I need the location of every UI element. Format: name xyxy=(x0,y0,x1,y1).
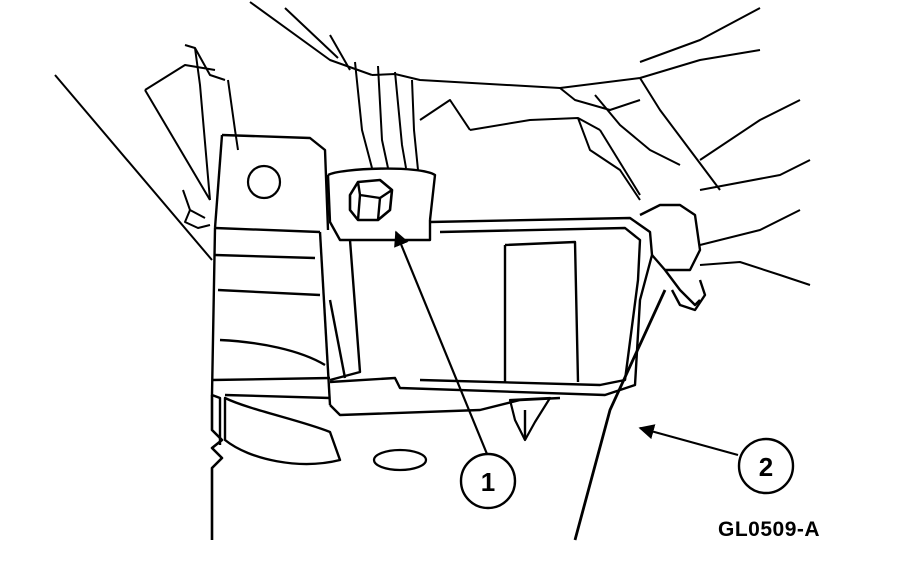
callout-2-label: 2 xyxy=(759,452,773,482)
callout-1-label: 1 xyxy=(481,467,495,497)
callout-2-leader xyxy=(638,424,739,457)
engine-background-lines xyxy=(54,1,811,286)
callout-1-leader xyxy=(394,230,489,455)
callout-2: 2 xyxy=(737,437,795,495)
bracket-part xyxy=(210,133,707,541)
callout-1: 1 xyxy=(459,452,517,510)
figure-code: GL0509-A xyxy=(718,518,821,541)
